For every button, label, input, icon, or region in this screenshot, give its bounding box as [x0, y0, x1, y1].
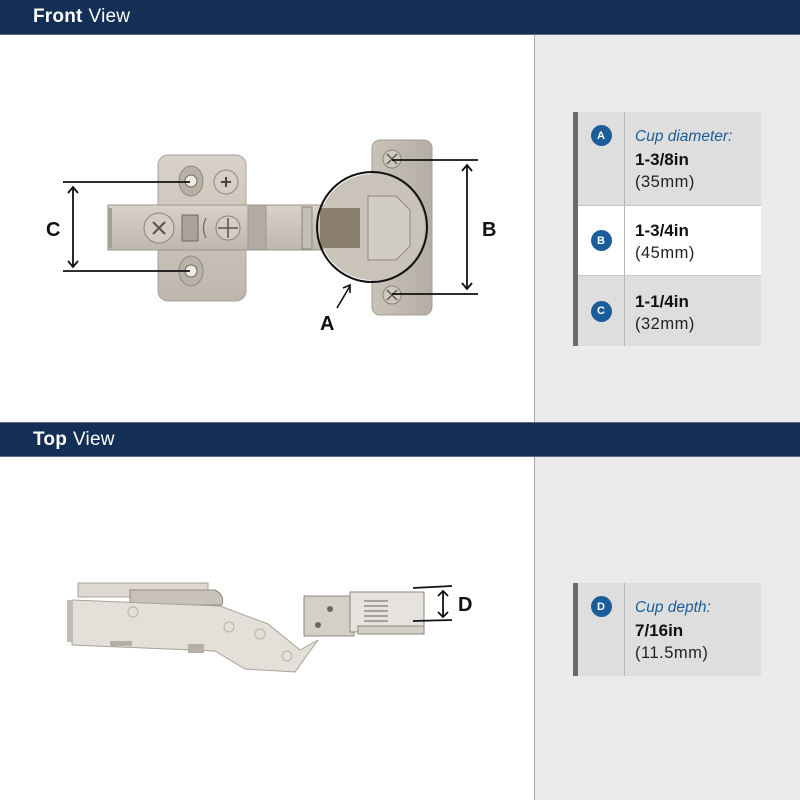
dimension-label-c: C [46, 219, 60, 241]
badge-c: C [590, 300, 612, 322]
spec-row-b: B 1-3/4in (45mm) [578, 206, 761, 276]
spec-label-cup-diameter: Cup diameter: [635, 127, 733, 145]
dimension-b [392, 159, 478, 295]
spec-text: 1-1/4in (32mm) [625, 276, 761, 346]
badge-b: B [590, 230, 612, 251]
front-view-hinge-drawing: C B A [46, 139, 496, 335]
front-view-header: Front View [0, 0, 800, 35]
front-spec-card: A Cup diameter: 1-3/8in (35mm) B 1-3/4in… [573, 112, 761, 346]
dimension-label-b: B [482, 219, 496, 241]
spec-badge-cell: B [578, 206, 625, 275]
dimension-a-arrow [336, 283, 351, 309]
spec-metric-c: (32mm) [635, 314, 695, 333]
top-spec-card: D Cup depth: 7/16in (11.5mm) [573, 583, 761, 676]
front-view-header-light: View [88, 6, 131, 27]
spec-text: Cup diameter: 1-3/8in (35mm) [625, 112, 761, 205]
spec-badge-cell: A [578, 112, 625, 205]
hinge-side-profile [67, 582, 425, 673]
hinge-cup [316, 139, 433, 316]
spec-row-a: A Cup diameter: 1-3/8in (35mm) [578, 112, 761, 206]
spec-text: Cup depth: 7/16in (11.5mm) [625, 583, 761, 676]
spec-imperial-d: 7/16in [635, 620, 684, 640]
spec-label-cup-depth: Cup depth: [635, 598, 711, 616]
spec-row-d: D Cup depth: 7/16in (11.5mm) [578, 583, 761, 676]
badge-a: A [590, 125, 612, 146]
top-view-header-bold: Top [33, 428, 68, 450]
spec-badge-cell: C [578, 276, 625, 346]
spec-metric-a: (35mm) [635, 172, 695, 191]
spec-text: 1-3/4in (45mm) [625, 206, 761, 275]
front-view-header-bold: Front [33, 6, 83, 27]
spec-row-c: C 1-1/4in (32mm) [578, 276, 761, 346]
top-view-hinge-drawing: D [67, 582, 472, 673]
top-view-header: Top View [0, 422, 800, 457]
spec-imperial-a: 1-3/8in [635, 149, 689, 169]
dimension-label-d: D [458, 594, 472, 616]
spec-imperial-c: 1-1/4in [635, 291, 689, 311]
cup-diameter-circle [316, 171, 428, 283]
spec-metric-d: (11.5mm) [635, 643, 709, 662]
dimension-label-a: A [320, 313, 334, 335]
hinge-arm [107, 204, 324, 251]
spec-metric-b: (45mm) [635, 244, 695, 262]
spec-imperial-b: 1-3/4in [635, 221, 689, 240]
dimension-c [63, 181, 190, 272]
top-view-header-light: View [73, 428, 115, 450]
dimension-d [412, 585, 453, 622]
spec-badge-cell: D [578, 583, 625, 676]
badge-d: D [590, 596, 612, 617]
